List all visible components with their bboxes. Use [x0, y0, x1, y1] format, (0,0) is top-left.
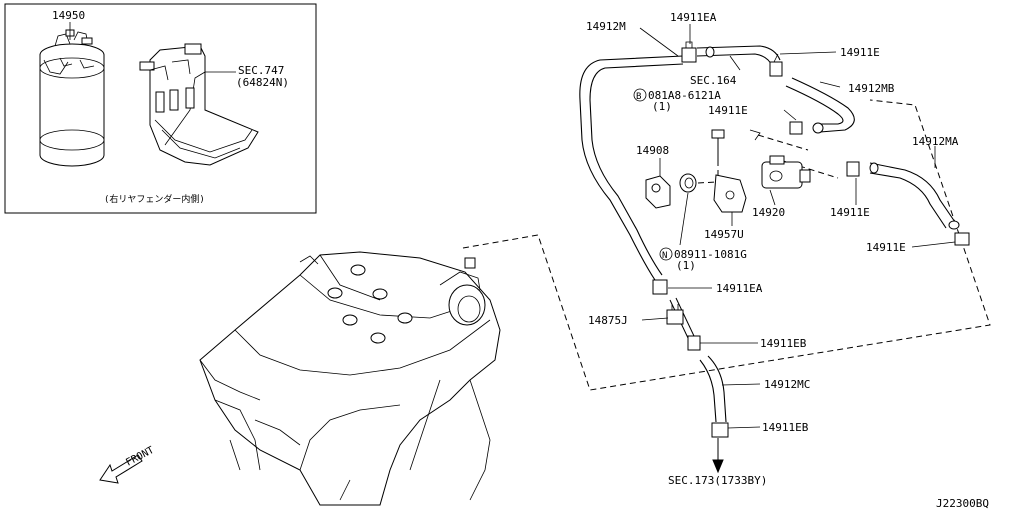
callout-14912M: 14912M [586, 20, 626, 33]
callout-14911E-2: 14911E [708, 104, 748, 117]
engine-block [199, 251, 501, 506]
sec747-label: SEC.747 [238, 64, 284, 77]
valve-14875J [666, 304, 684, 325]
callout-sec173: SEC.173(1733BY) [668, 474, 767, 487]
callout-14911EA-top: 14911EA [670, 11, 717, 24]
hose-14912MA [869, 162, 956, 229]
dashed-outline [462, 99, 991, 391]
front-label: FRONT [124, 445, 156, 469]
callout-14912MB: 14912MB [848, 82, 895, 95]
grommet-nut [679, 173, 717, 193]
sec747-sub-label: (64824N) [236, 76, 289, 89]
bolt-badge: B [636, 92, 641, 102]
callout-14920: 14920 [752, 206, 785, 219]
bracket-14957U [713, 174, 747, 213]
diagram-id: J22300BQ [936, 497, 989, 510]
clamp-14911EB-2 [711, 422, 729, 438]
clamp-14911EA-bot [652, 279, 668, 295]
nut-badge-icon [659, 247, 673, 261]
callout-14875J: 14875J [588, 314, 628, 327]
dashed-link-1 [757, 134, 809, 151]
evap-canister [39, 29, 105, 167]
callout-14911EB-1: 14911EB [760, 337, 807, 350]
part-14950-label: 14950 [52, 9, 85, 22]
leader-lines [639, 24, 956, 429]
bolt-callout: B 081A8-6121A (1) [633, 88, 721, 113]
callout-081A8: 081A8-6121A [648, 89, 721, 102]
hose-14912M [579, 55, 684, 281]
nut-callout: N 08911-1081G (1) [659, 247, 747, 272]
canister-bracket [139, 43, 259, 166]
inset-caption: (右リヤフェンダー内側) [104, 193, 205, 205]
callout-14911EA-bot: 14911EA [716, 282, 763, 295]
front-arrow-icon [99, 454, 143, 484]
bracket-14908 [645, 175, 671, 209]
clamp-14911E-1 [769, 53, 783, 77]
inset-panel: 14950 SEC.747 (64824N) (右リヤフェンダー内側) [4, 3, 317, 214]
callout-14912MC: 14912MC [764, 378, 810, 391]
clamp-14911E-4 [948, 220, 970, 246]
callout-nut-qty: (1) [676, 259, 696, 272]
inset-border [4, 3, 317, 214]
callout-14911E-4: 14911E [866, 241, 906, 254]
callout-14957U: 14957U [704, 228, 744, 241]
clamp-14911EA-top [681, 41, 697, 63]
clamp-14911E-2 [789, 121, 824, 135]
throttle-body [448, 284, 486, 326]
callout-08911: 08911-1081G [674, 248, 747, 261]
clamp-14911EB-1 [687, 335, 701, 351]
bolt-badge-icon [633, 88, 647, 102]
callout-bolt-qty: (1) [652, 100, 672, 113]
clamp-14911E-3 [846, 161, 879, 177]
hose-14912MB [785, 77, 855, 133]
callout-14912MA: 14912MA [912, 135, 959, 148]
callout-14911EB-2: 14911EB [762, 421, 809, 434]
hose-14912MC [699, 355, 727, 423]
callout-sec164: SEC.164 [690, 74, 737, 87]
callout-14908: 14908 [636, 144, 669, 157]
hose-joint-sec164 [705, 46, 715, 58]
callout-14911E-1: 14911E [840, 46, 880, 59]
nut-badge: N [662, 251, 667, 261]
purge-valve-14920 [761, 155, 811, 189]
callout-14911E-3: 14911E [830, 206, 870, 219]
